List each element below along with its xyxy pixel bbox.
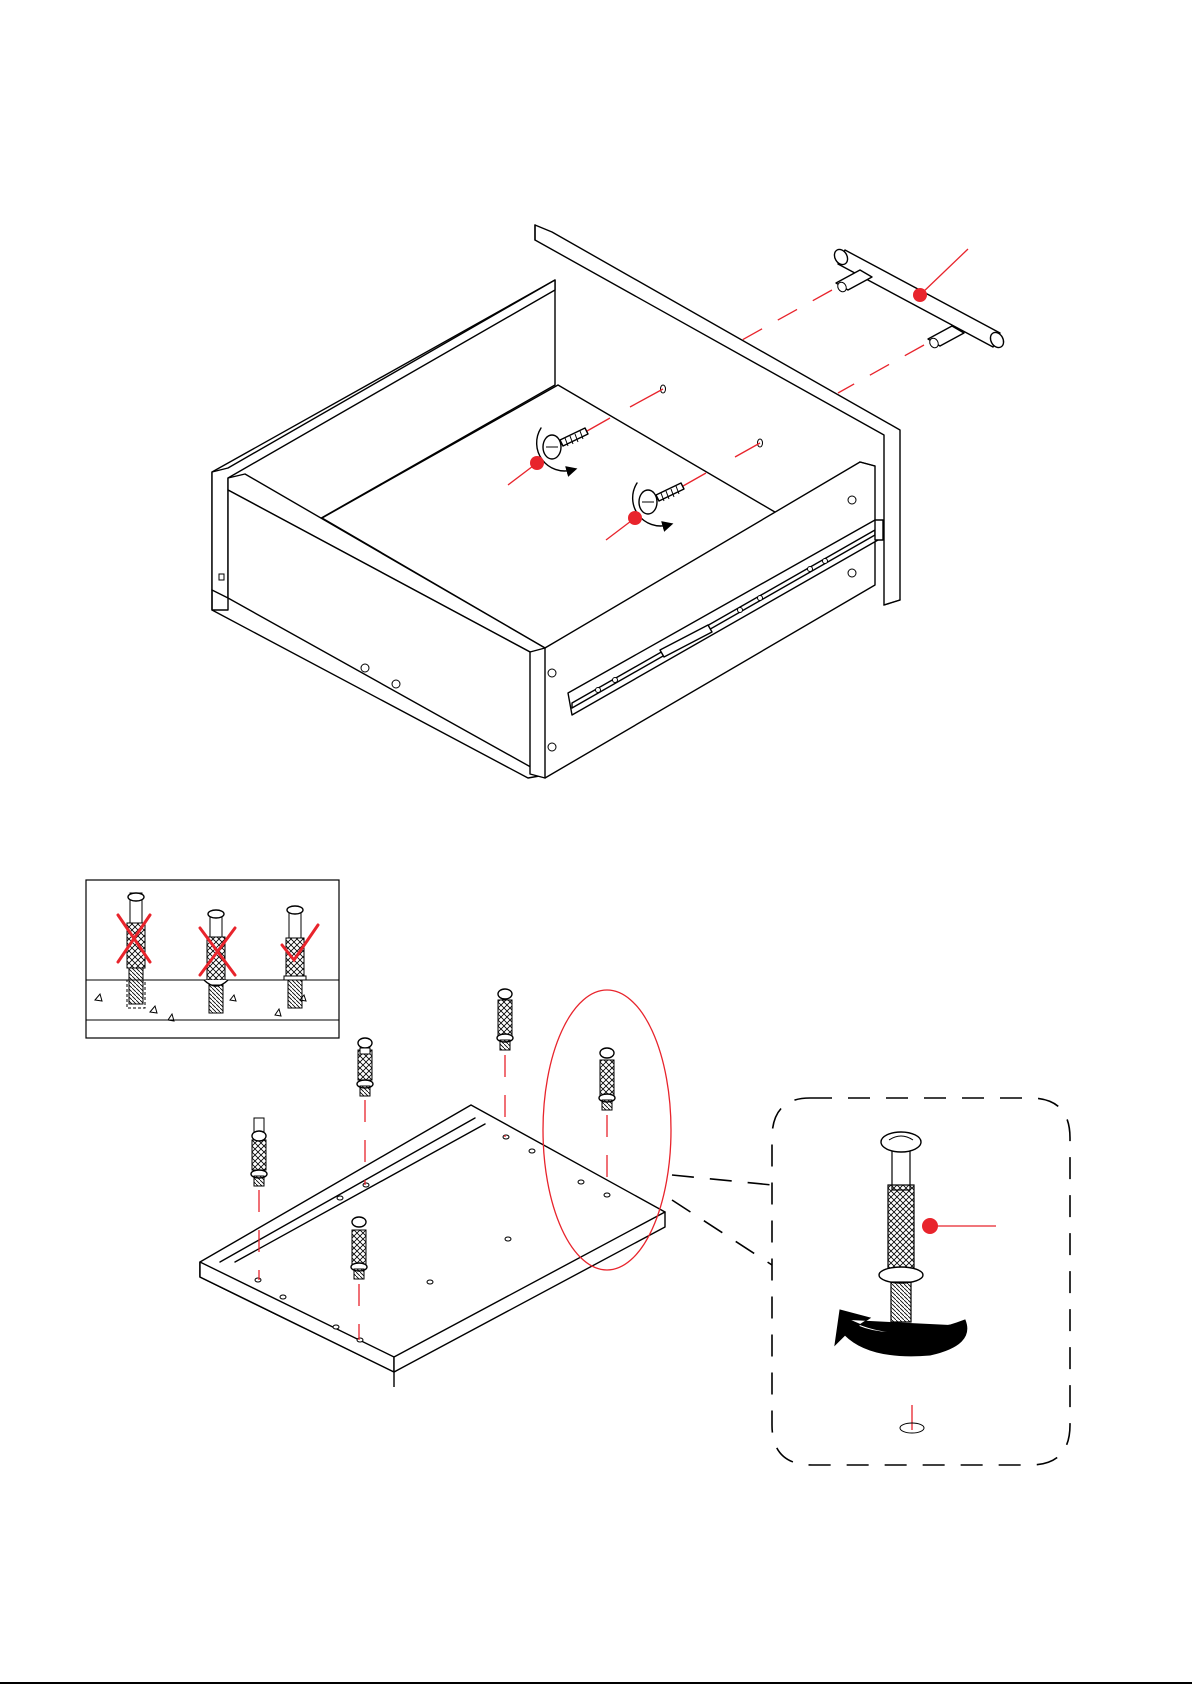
drawer-step [212,225,1006,778]
cam-bolt-depth-guide [86,880,339,1038]
cam-bolt-detail [772,1098,1070,1465]
panel [200,1105,665,1387]
cam-bolt [497,989,513,1137]
cam-bolt [599,1048,615,1195]
bar-handle [832,247,1006,350]
